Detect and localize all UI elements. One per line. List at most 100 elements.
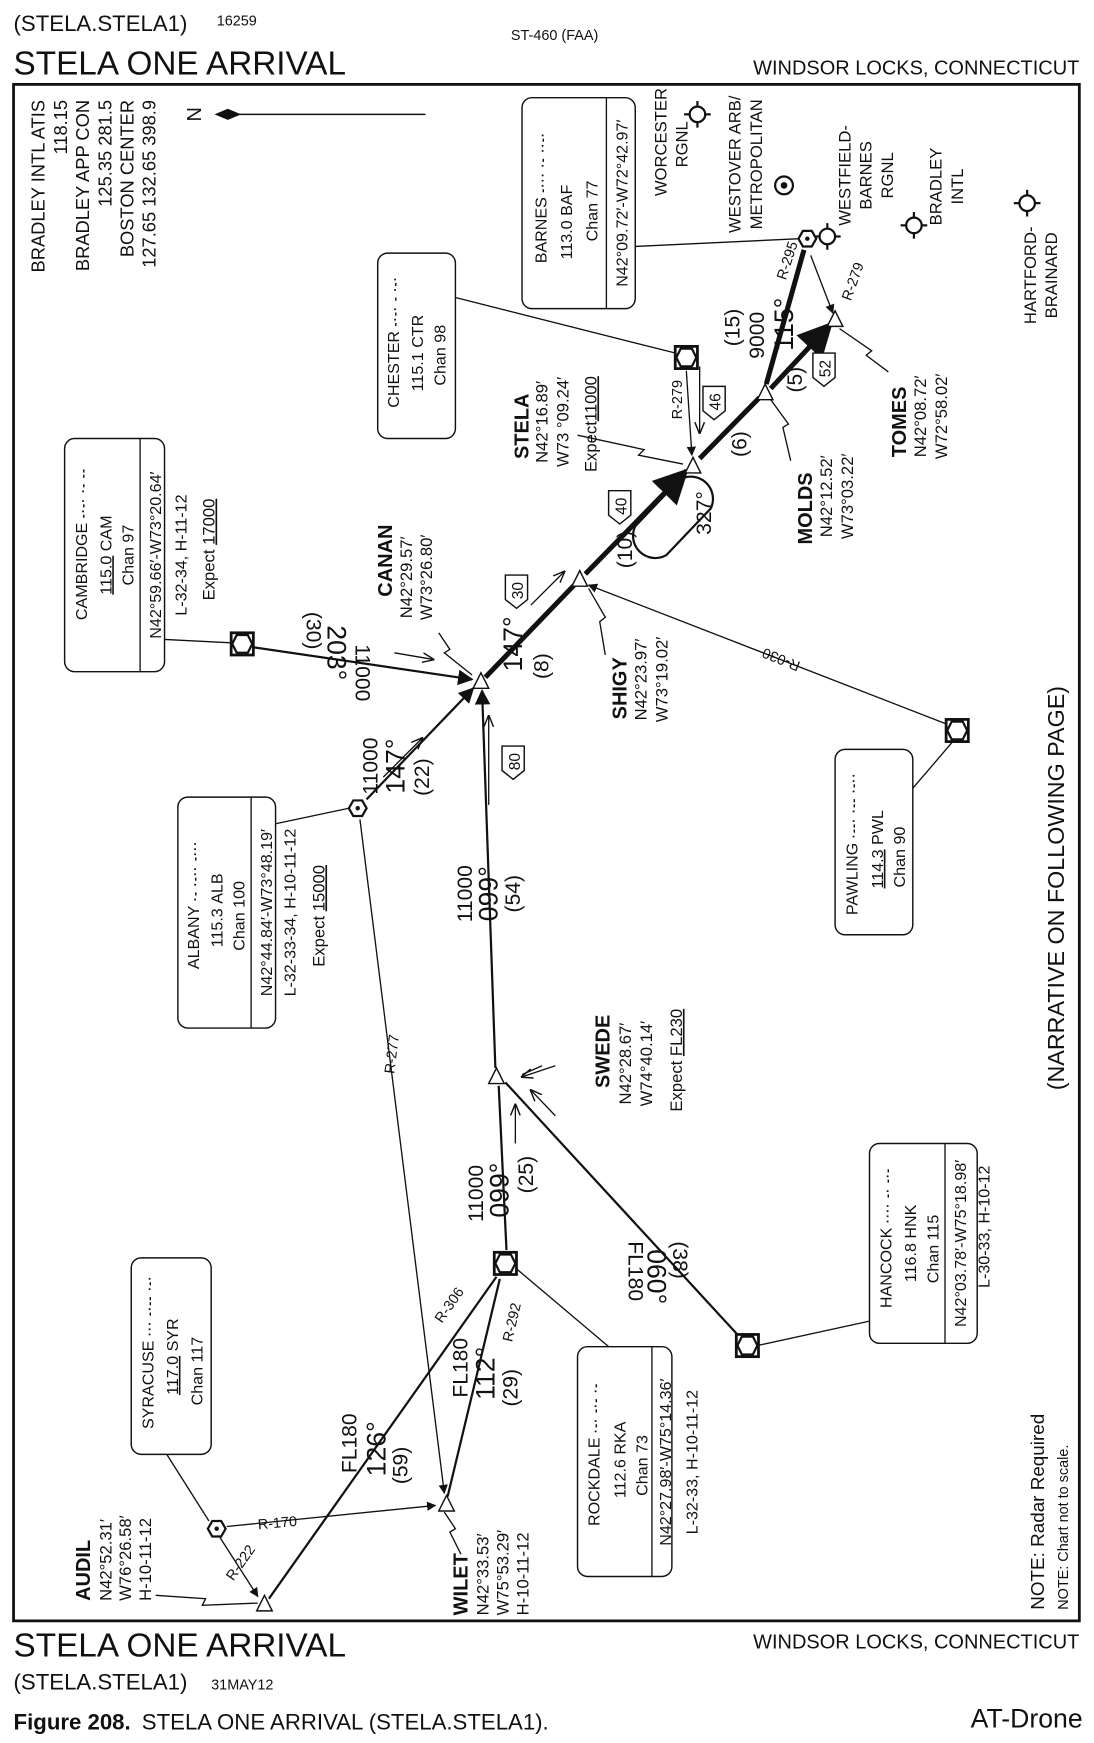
navaid-name: HANCOCK (878, 1227, 896, 1308)
procedure-id: (STELA.STELA1) (14, 11, 188, 36)
svg-text:113.0 BAF: 113.0 BAF (558, 184, 576, 259)
comm-line: BRADLEY APP CON (72, 100, 93, 271)
callout-chester[interactable]: CHESTER -·-· - ·-· 115.1 CTR Chan 98 (376, 252, 457, 440)
navaid-channel: Chan 115 (924, 1215, 942, 1284)
route-rockdale-swede (497, 1085, 508, 1251)
fix-icon-stela[interactable] (684, 456, 702, 474)
svg-text:116.8 HNK: 116.8 HNK (902, 1204, 920, 1282)
morse-code: ·-· -·- ·- (589, 1383, 603, 1433)
footer-date: 31MAY12 (211, 1678, 273, 1694)
route-course: 147° (380, 738, 410, 793)
route-audil-rockdale (267, 1276, 498, 1600)
airport-icon-bradley (899, 210, 929, 240)
leader-shigy (588, 588, 607, 656)
morse-code: -··· ·- ··-· (535, 132, 549, 193)
vordme-icon-barnes[interactable] (797, 229, 818, 248)
airport-label: WESTOVER ARB/ (726, 95, 745, 233)
footer-location: WINDSOR LOCKS, CONNECTICUT (753, 1632, 1079, 1654)
communications-block: BRADLEY INTL ATIS 118.15 BRADLEY APP CON… (28, 100, 160, 273)
watermark: AT-Drone (971, 1703, 1083, 1733)
hancock-charts: L-30-33, H-10-12 (975, 1165, 993, 1287)
fix-label-tomes: TOMES N42°08.72′ W72°58.02′ (889, 374, 951, 460)
morse-code: ···· -· -·- (881, 1168, 895, 1224)
navaid-name: ALBANY (185, 905, 203, 969)
comm-line: 127.65 132.65 398.9 (139, 100, 160, 268)
route-course: 147° (498, 616, 528, 671)
chart-title: STELA ONE ARRIVAL (14, 45, 346, 82)
callout-barnes[interactable]: BARNES -··· ·- ··-· 113.0 BAF Chan 77 N4… (521, 96, 636, 310)
airport-label: BARNES (857, 141, 876, 209)
svg-text:115.3 ALB: 115.3 ALB (208, 873, 226, 947)
vortac-icon-rockdale[interactable] (492, 1250, 518, 1276)
svg-text:Expect FL230: Expect FL230 (667, 1009, 686, 1112)
callout-pawling[interactable]: PAWLING ·--· ·-- ·-·· 114.3 PWL Chan 90 (834, 748, 914, 936)
comm-line: BRADLEY INTL ATIS (28, 100, 49, 273)
svg-text:115.0 CAM: 115.0 CAM (97, 515, 115, 594)
svg-text:CAMBRIDGE -·-· ·- --: CAMBRIDGE -·-· ·- -- (73, 468, 91, 620)
fix-lat: N42°08.72′ (911, 375, 930, 457)
fix-name: WILET (451, 1553, 473, 1615)
svg-text:114.3 PWL: 114.3 PWL (869, 810, 887, 888)
route-distance: (6) (728, 431, 751, 457)
vortac-icon-chester[interactable] (673, 344, 699, 370)
fix-lon: W72°58.02′ (932, 374, 951, 460)
route-course: 099° (474, 866, 504, 921)
fix-icon-tomes[interactable] (826, 310, 844, 328)
pointer-pawling (912, 741, 954, 789)
fix-charts: H-10-11-12 (136, 1518, 155, 1601)
route-altitude: 11000 (360, 738, 383, 795)
leader-stela (577, 434, 684, 465)
navaid-ident: ALB (208, 873, 226, 903)
svg-text:SYRACUSE ··· -·-- ·-·: SYRACUSE ··· -·-- ·-· (139, 1275, 157, 1429)
navaid-coords: N42°09.72′-W72°42.97′ (613, 120, 631, 287)
vordme-icon-syracuse[interactable] (206, 1519, 227, 1538)
callout-albany[interactable]: ALBANY ·- ·-·· -··· 115.3 ALB Chan 100 N… (177, 796, 277, 1029)
navaid-frequency: 117.0 (164, 1356, 182, 1395)
route-altitude: 11000 (454, 865, 477, 922)
callout-syracuse[interactable]: SYRACUSE ··· -·-- ·-· 117.0 SYR Chan 117 (130, 1257, 212, 1456)
fix-lon: W75°53.29′ (494, 1530, 513, 1616)
navaid-channel: Chan 117 (188, 1337, 206, 1406)
vortac-icon-pawling[interactable] (944, 718, 970, 743)
navaid-frequency: 115.3 (208, 908, 226, 947)
airport-label: WORCESTER (651, 88, 670, 196)
vortac-icon-cambridge[interactable] (229, 631, 255, 657)
fix-lat: N42°33.53′ (474, 1533, 493, 1615)
morse-code: ·- ·-·· -··· (188, 840, 202, 901)
route-altitude: FL180 (450, 1338, 473, 1398)
north-arrowhead-icon (214, 108, 242, 120)
mea-value: 40 (613, 497, 630, 515)
route-swede-canan (474, 688, 497, 1069)
fix-icon-wilet[interactable] (438, 1494, 456, 1512)
airport-label: HARTFORD- (1021, 226, 1040, 324)
callout-cambridge[interactable]: CAMBRIDGE -·-· ·- -- 115.0 CAM Chan 97 N… (63, 437, 166, 673)
route-distance: (25) (515, 1156, 538, 1193)
svg-text:CHESTER -·-· - ·-·: CHESTER -·-· - ·-· (385, 276, 403, 408)
fix-label-shigy: SHIGY N42°23.97′ W73°19.02′ (609, 637, 671, 723)
airport-label: RGNL (672, 121, 691, 167)
svg-text:Figure 208.STELA ONE ARRIVAL (: Figure 208.STELA ONE ARRIVAL (STELA.STEL… (14, 1710, 549, 1735)
callout-rockdale[interactable]: ROCKDALE ·-· -·- ·- 112.6 RKA Chan 73 N4… (576, 1345, 675, 1578)
radial-label: R-170 (257, 1514, 298, 1533)
svg-text:HANCOCK ···· -· -·-: HANCOCK ···· -· -·- (878, 1168, 896, 1308)
airport-icon-hartford (1012, 188, 1042, 218)
note-radar: NOTE: Radar Required (1027, 1414, 1048, 1610)
mea-flag: 30 (504, 574, 529, 610)
fix-label-canan: CANAN N42°29.57′ W73°26.80′ (375, 525, 436, 621)
airport-label: WESTFIELD- (836, 125, 855, 226)
flow-arrow (394, 652, 433, 660)
svg-text:BARNES -··· ·- ··-·: BARNES -··· ·- ··-· (532, 132, 550, 263)
vordme-icon-albany[interactable] (347, 799, 368, 818)
radial-label: R-277 (382, 1034, 403, 1075)
callout-hancock[interactable]: HANCOCK ···· -· -·- 116.8 HNK Chan 115 N… (868, 1142, 978, 1345)
radial-label: R-279 (670, 380, 686, 419)
navaid-coords: N42°44.84′-W73°48.19′ (258, 829, 276, 996)
footer-title: STELA ONE ARRIVAL (14, 1627, 346, 1664)
fix-icon-swede[interactable] (487, 1067, 505, 1085)
vortac-icon-hancock[interactable] (734, 1333, 760, 1359)
navaid-ident: RKA (611, 1421, 629, 1454)
radial-label: R-292 (500, 1302, 524, 1344)
fix-lat: N42°16.89′ (533, 381, 552, 463)
comm-line: BOSTON CENTER (116, 100, 137, 257)
pointer-hancock (757, 1320, 870, 1347)
